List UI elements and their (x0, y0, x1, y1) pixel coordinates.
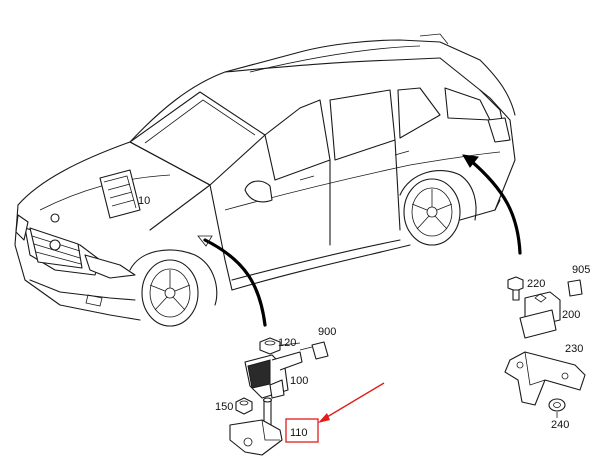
front-wheel (129, 249, 218, 327)
car-illustration (14, 33, 516, 327)
rear-wheel (399, 170, 477, 246)
part-905-connector (567, 279, 583, 297)
part-220-bolt (507, 276, 524, 301)
label-230: 230 (565, 343, 583, 355)
label-110: 110 (290, 427, 308, 439)
part-230-bracket (504, 351, 586, 406)
label-100: 100 (290, 375, 308, 387)
red-callout-arrow (318, 382, 385, 423)
arrow-front (203, 238, 267, 327)
label-200: 200 (562, 309, 580, 321)
part-10-module (99, 169, 141, 219)
arrow-rear (468, 158, 522, 255)
rear-sensor-assembly (504, 276, 586, 418)
label-905: 905 (572, 264, 590, 276)
part-900-connector (299, 341, 329, 360)
front-sensor-assembly (229, 337, 329, 456)
label-110-highlight (285, 418, 319, 443)
label-150: 150 (215, 401, 233, 413)
part-100-sensor (244, 351, 303, 399)
part-240-washer (548, 398, 566, 412)
label-240: 240 (551, 419, 569, 431)
part-150-nut (235, 397, 253, 415)
label-220: 220 (527, 278, 545, 290)
label-900: 900 (318, 326, 336, 338)
label-120: 120 (278, 337, 296, 349)
grille (29, 213, 83, 269)
part-120-nut (259, 337, 281, 355)
emblem (50, 213, 60, 223)
part-110-bracket (229, 397, 283, 456)
part-200-sensor (519, 291, 561, 339)
label-10: 10 (138, 195, 150, 207)
